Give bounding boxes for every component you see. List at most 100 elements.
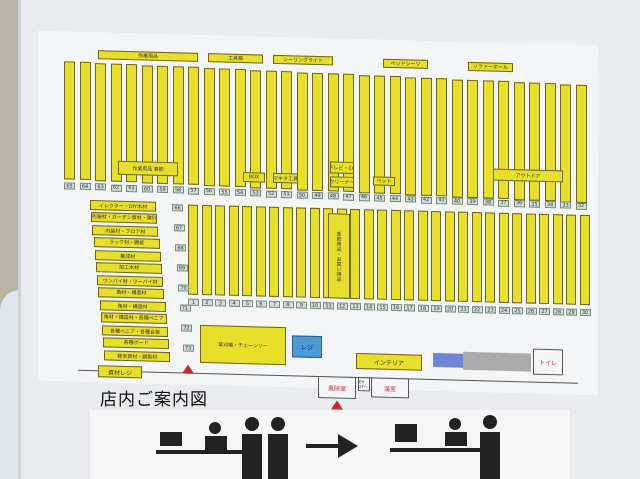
aisle-shelf <box>498 81 509 200</box>
aisle-number: 67 <box>173 224 185 232</box>
aisle-shelf <box>203 67 215 186</box>
aisle-number: 21 <box>458 305 469 313</box>
aisle-shelf <box>575 84 587 203</box>
aisle-number: 45 <box>374 194 385 202</box>
aisle-number: 19 <box>431 304 442 313</box>
aisle-shelf <box>390 209 401 301</box>
aisle-shelf <box>309 207 320 299</box>
arrow-right-icon <box>338 434 358 458</box>
aisle-shelf <box>539 213 549 305</box>
map-title: 店内ご案内図 <box>100 390 208 410</box>
aisle-number: 70 <box>178 284 189 292</box>
aisle-shelf <box>431 210 441 302</box>
clerk-icon <box>449 418 461 430</box>
aisle-number: 73 <box>182 344 194 352</box>
clerk-icon <box>209 422 221 434</box>
aisle-shelf <box>482 80 494 199</box>
aisle-number: 68 <box>175 244 186 252</box>
aisle-number: 72 <box>181 324 192 332</box>
aisle-number: 28 <box>552 308 564 316</box>
aisle-shelf <box>485 212 495 303</box>
aisle-number: 64 <box>79 182 91 191</box>
register: レジ <box>292 335 322 359</box>
label-cleaner: クリーナー <box>330 176 354 188</box>
label-pet: ペット <box>373 176 395 187</box>
aisle-shelf <box>404 210 414 301</box>
aisle-number: 69 <box>176 264 188 272</box>
aisle-number: 10 <box>309 301 321 310</box>
aisle-shelf <box>405 76 416 196</box>
entrance-marker-icon <box>182 364 194 374</box>
aisle-shelf <box>417 210 428 301</box>
label-ceiling-light: シーリングライト <box>273 54 333 66</box>
shelf-label: ラック材・棚板 <box>93 236 160 249</box>
aisle-shelf <box>79 62 91 181</box>
aisle-number: 63 <box>95 183 106 191</box>
aisle-shelf <box>529 82 540 201</box>
entrance-marker-icon <box>331 400 343 410</box>
shelf-label: 角材・構造材 <box>98 286 165 299</box>
aisle-number: 20 <box>444 305 456 313</box>
register-icon <box>395 424 417 442</box>
aisle-shelf <box>188 204 198 295</box>
aisle-number: 23 <box>485 306 496 314</box>
elevator: EV 2Fへ <box>358 377 370 392</box>
aisle-shelf <box>343 74 354 193</box>
aisle-shelf <box>560 83 571 203</box>
aisle-shelf <box>265 70 277 189</box>
gray-area <box>463 351 531 372</box>
aisle-number: 52 <box>265 190 277 198</box>
aisle-shelf <box>296 207 306 298</box>
aisle-shelf <box>296 71 308 191</box>
aisle-shelf <box>219 68 230 187</box>
aisle-number: 61 <box>126 184 137 193</box>
aisle-number: 18 <box>417 304 429 312</box>
label-top-work: 作業用品 <box>98 50 198 62</box>
aisle-number: 66 <box>172 204 183 212</box>
aisle-number: 54 <box>234 189 246 197</box>
aisle-number: 50 <box>296 191 308 199</box>
shelf-label: イレクター・DIY木材 <box>90 200 156 212</box>
aisle-number: 55 <box>219 188 230 196</box>
aisle-shelf <box>312 72 323 191</box>
aisle-number: 34 <box>544 201 556 209</box>
aisle-number: 62 <box>110 184 122 192</box>
aisle-number: 33 <box>560 201 571 210</box>
label-box: BOX <box>243 172 265 183</box>
mower-area: 草刈機・チェーンソー <box>200 324 286 366</box>
aisle-shelf <box>444 211 455 302</box>
aisle-shelf <box>327 73 339 192</box>
aisle-shelf <box>420 77 432 196</box>
toilet: トイレ <box>533 348 563 376</box>
aisle-number: 56 <box>203 187 215 196</box>
experience-room: 風除室 <box>318 376 356 399</box>
aisle-shelf <box>471 212 482 303</box>
register-icon <box>160 432 182 446</box>
label-toolbox: 工具箱 <box>208 53 263 64</box>
label-seasonal: 季節用品・お買い得品 <box>328 213 350 299</box>
aisle-shelf <box>566 214 576 305</box>
aisle-number: 71 <box>179 304 191 312</box>
aisle-shelf <box>377 209 387 300</box>
aisle-shelf <box>242 206 252 297</box>
aisle-shelf <box>513 81 525 201</box>
checkout-pictogram <box>90 410 570 479</box>
shelf-label: 集成材 <box>94 250 161 262</box>
aisle-number: 36 <box>513 199 525 208</box>
customer-icon <box>271 417 285 431</box>
aisle-shelf <box>579 214 590 306</box>
aisle-number: 65 <box>64 182 75 190</box>
label-tv: テレビ・CC <box>330 161 354 174</box>
aisle-number: 3 <box>215 299 226 307</box>
aisle-number: 26 <box>525 307 537 315</box>
aisle-shelf <box>451 78 463 198</box>
label-outdoor: アウトドア <box>493 168 563 183</box>
aisle-number: 37 <box>498 199 509 207</box>
aisle-number: 48 <box>327 192 339 200</box>
label-work: 作業用品 春節 <box>118 160 178 177</box>
aisle-number: 42 <box>420 196 432 204</box>
aisle-number: 24 <box>498 306 510 315</box>
aisle-shelf <box>250 69 261 189</box>
aisle-number: 58 <box>172 186 184 194</box>
aisle-number: 44 <box>389 195 401 203</box>
